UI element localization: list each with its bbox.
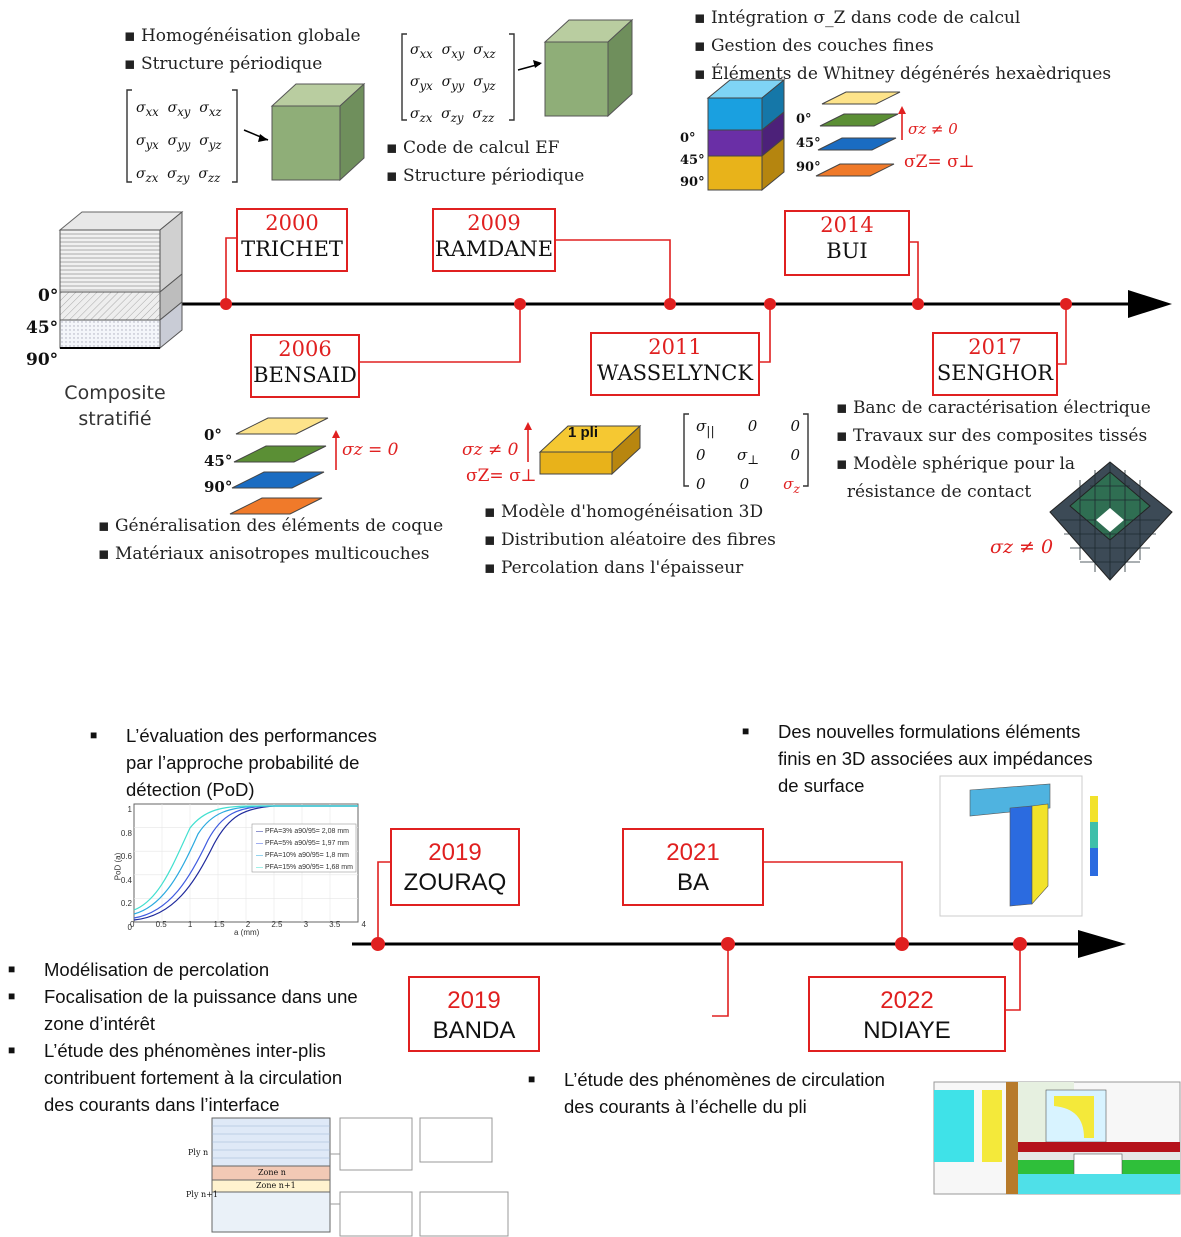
timeline-1-graphics <box>58 18 1173 581</box>
year-box-trichet: 2000 TRICHET <box>236 208 348 272</box>
bensaid-exploded-layers-illustration <box>229 417 340 515</box>
year-box-ba: 2021 BA <box>622 828 764 906</box>
year-box-ramdane: 2009 RAMDANE <box>432 208 556 272</box>
zone-n1-label: Zone n+1 <box>256 1181 296 1190</box>
author-label: BA <box>676 869 709 896</box>
ba-field-plot <box>939 775 1098 917</box>
year-label: 2022 <box>880 987 934 1014</box>
pod-chart <box>133 803 359 923</box>
year-box-senghor: 2017 SENGHOR <box>932 332 1058 396</box>
trichet-tensor-matrix: σxx σxy σxz σyx σyy σyz σzx σzy σzz <box>136 100 222 185</box>
year-box-ndiaye: 2022 NDIAYE <box>808 976 1006 1052</box>
year-label: 2021 <box>666 839 720 866</box>
author-label: BUI <box>826 239 868 263</box>
timeline-2-markers <box>371 937 1027 951</box>
author-label: TRICHET <box>241 237 343 261</box>
bui-sigma-z-ne0: σz ≠ 0 <box>908 120 958 138</box>
wasselynck-sigma-z-ne0: σz ≠ 0 <box>462 440 519 460</box>
banda-bullets: ■Modélisation de percolation ■Focalisati… <box>8 959 358 1115</box>
bensaid-bullets: ▪ Généralisation des éléments de coque ▪… <box>98 516 444 564</box>
author-label: ZOURAQ <box>403 869 507 896</box>
wasselynck-ply-illustration <box>524 413 809 487</box>
wasselynck-sigma-z-perp: σZ= σ⊥ <box>466 466 537 486</box>
wasselynck-bullets: ▪ Modèle d'homogénéisation 3D ▪ Distribu… <box>484 502 776 578</box>
bui-sigma-z-perp: σZ= σ⊥ <box>904 152 975 172</box>
author-label: BENSAID <box>253 363 357 387</box>
year-label: 2014 <box>820 213 874 237</box>
ply-n1-label: Ply n+1 <box>186 1190 218 1199</box>
ndiaye-mesh-figure <box>933 1081 1181 1195</box>
composite-label: Composite stratifié <box>64 382 166 430</box>
year-box-zouraq: 2019 ZOURAQ <box>390 828 520 906</box>
year-box-bensaid: 2006 BENSAID <box>250 334 360 398</box>
bui-layers-angles: 0°45°90° <box>796 112 821 175</box>
ramdane-bullets: ▪ Code de calcul EF ▪ Structure périodiq… <box>386 138 585 186</box>
trichet-bullets: ▪ Homogénéisation globale ▪ Structure pé… <box>124 26 361 74</box>
ramdane-tensor-illustration <box>401 18 634 121</box>
year-label: 2011 <box>648 335 702 359</box>
timeline-2-arrowhead <box>1078 930 1126 958</box>
timeline-1-arrowhead <box>1128 290 1172 318</box>
year-label: 2019 <box>428 839 482 866</box>
composite-angle-90: 90° <box>26 350 59 370</box>
year-label: 2000 <box>265 211 319 235</box>
bui-layer-block-illustration <box>706 78 786 192</box>
author-label: BANDA <box>432 1017 516 1044</box>
author-label: WASSELYNCK <box>596 361 754 385</box>
year-box-bui: 2014 BUI <box>784 210 910 276</box>
ramdane-tensor-matrix: σxx σxy σxz σyx σyy σyz σzx σzy σzz <box>410 42 496 125</box>
pod-legend: — PFA=3% a90/95= 2,08 mm — PFA=5% a90/95… <box>256 828 353 871</box>
year-label: 2006 <box>278 337 332 361</box>
bensaid-layers-angles: 0°45°90° <box>204 426 233 496</box>
ply-n-label: Ply n <box>188 1148 209 1157</box>
author-label: RAMDANE <box>434 237 554 261</box>
composite-angle-45: 45° <box>26 318 59 338</box>
composite-angle-0: 0° <box>38 286 59 306</box>
senghor-bullets: ▪ Banc de caractérisation électrique ▪ T… <box>836 398 1151 502</box>
bui-exploded-layers-illustration <box>815 91 906 177</box>
pod-xlabel: a (mm) <box>234 928 260 937</box>
senghor-sigma-z-ne0: σz ≠ 0 <box>990 536 1054 558</box>
wasselynck-one-ply-label: 1 pli <box>568 424 599 441</box>
bensaid-sigma-z-eq0: σz = 0 <box>342 440 399 460</box>
timeline-2-graphics <box>133 775 1181 1237</box>
senghor-contact-mesh-illustration <box>1049 461 1173 581</box>
year-label: 2019 <box>447 987 501 1014</box>
trichet-tensor-illustration <box>126 82 366 183</box>
year-box-banda: 2019 BANDA <box>408 976 540 1052</box>
ply-interface-diagram <box>211 1117 509 1237</box>
author-label: SENGHOR <box>936 361 1054 385</box>
bui-bullets: ▪ Intégration σ_Z dans code de calcul ▪ … <box>694 8 1112 84</box>
timeline-1-markers <box>220 298 1072 310</box>
year-label: 2017 <box>968 335 1022 359</box>
composite-stack-illustration <box>58 210 184 350</box>
zone-n-label: Zone n <box>258 1168 286 1177</box>
year-box-wasselynck: 2011 WASSELYNCK <box>590 332 760 396</box>
author-label: NDIAYE <box>863 1017 951 1044</box>
bui-block-angles: 0°45°90° <box>680 131 705 190</box>
year-label: 2009 <box>467 211 521 235</box>
